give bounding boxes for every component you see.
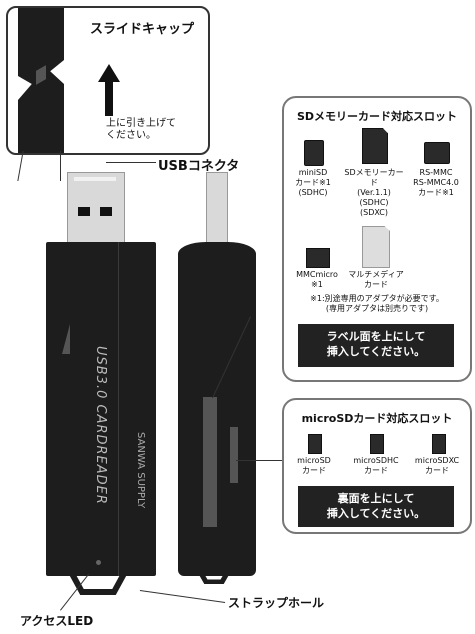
microsd-insert-instruction: 裏面を上にして 挿入してください。 xyxy=(298,486,454,527)
usb-contact-left xyxy=(78,207,90,216)
strap-hole-loop xyxy=(67,566,129,596)
usb-connector-leader xyxy=(106,162,156,163)
usb-plug xyxy=(67,172,125,243)
reader-brand-text: SANWA SUPPLY xyxy=(135,432,146,509)
minisd-card-label: miniSD カード※1 (SDHC) xyxy=(295,168,331,197)
sd-insert-instruction: ラベル面を上にして 挿入してください。 xyxy=(298,324,454,367)
sd-card-label: SDメモリーカード (Ver.1.1) (SDHC) (SDXC) xyxy=(344,168,404,217)
sd-slot[interactable] xyxy=(203,397,217,527)
inset-connector-line-right xyxy=(60,151,61,181)
access-led-label: アクセスLED xyxy=(20,614,94,628)
sd-card-icon xyxy=(362,128,388,164)
microsd-slot-panel: microSDカード対応スロット microSD カード microSDHC カ… xyxy=(282,398,472,534)
lift-instruction: 上に引き上げて ください。 xyxy=(106,118,176,141)
reader-body-side xyxy=(178,242,256,576)
microsdxc-card-label: microSDXC カード xyxy=(414,456,460,475)
up-arrow-icon xyxy=(98,64,120,116)
minisd-card-icon xyxy=(304,140,324,166)
front-triangle-mark xyxy=(62,324,70,354)
usb-plug-side xyxy=(206,172,228,243)
strap-hole-leader xyxy=(139,590,226,603)
strap-hole-side xyxy=(195,566,233,585)
strap-hole-label: ストラップホール xyxy=(228,596,325,610)
microsd-card-label: microSD カード xyxy=(297,456,331,475)
microsd-panel-title: microSDカード対応スロット xyxy=(301,412,453,425)
usb-connector-label: USBコネクタ xyxy=(158,159,240,174)
front-panel-line xyxy=(118,242,119,576)
slide-cap-label: スライドキャップ xyxy=(90,22,195,37)
slide-cap-inset: スライドキャップ 上に引き上げて ください。 xyxy=(6,6,210,155)
reader-model-text: USB3.0 CARDREADER xyxy=(93,346,108,505)
mmcmicro-card-icon xyxy=(306,248,330,268)
microsd-slot[interactable] xyxy=(230,427,238,483)
inset-connector-line-left xyxy=(17,151,24,181)
usb-contact-right xyxy=(100,207,112,216)
microsdhc-card-label: microSDHC カード xyxy=(353,456,399,475)
microsdxc-card-icon xyxy=(432,434,446,454)
reader-body-front: USB3.0 CARDREADER SANWA SUPPLY xyxy=(46,242,156,576)
sd-slot-panel: SDメモリーカード対応スロット miniSD カード※1 (SDHC) SDメモ… xyxy=(282,96,472,382)
microsdhc-card-icon xyxy=(370,434,384,454)
rs-mmc-card-label: RS-MMC RS-MMC4.0 カード※1 xyxy=(413,168,459,197)
mmcmicro-card-label: MMCmicro ※1 xyxy=(296,270,338,289)
microsd-card-icon xyxy=(308,434,322,454)
sd-panel-title: SDメモリーカード対応スロット xyxy=(296,110,458,123)
microsd-slot-leader xyxy=(236,460,294,461)
multimedia-card-icon xyxy=(362,226,390,268)
adapter-note: ※1:別途専用のアダプタが必要です。 (専用アダプタは別売りです) xyxy=(310,294,444,313)
rs-mmc-card-icon xyxy=(424,142,450,164)
access-led xyxy=(96,560,101,565)
multimedia-card-label: マルチメディア カード xyxy=(348,270,404,289)
